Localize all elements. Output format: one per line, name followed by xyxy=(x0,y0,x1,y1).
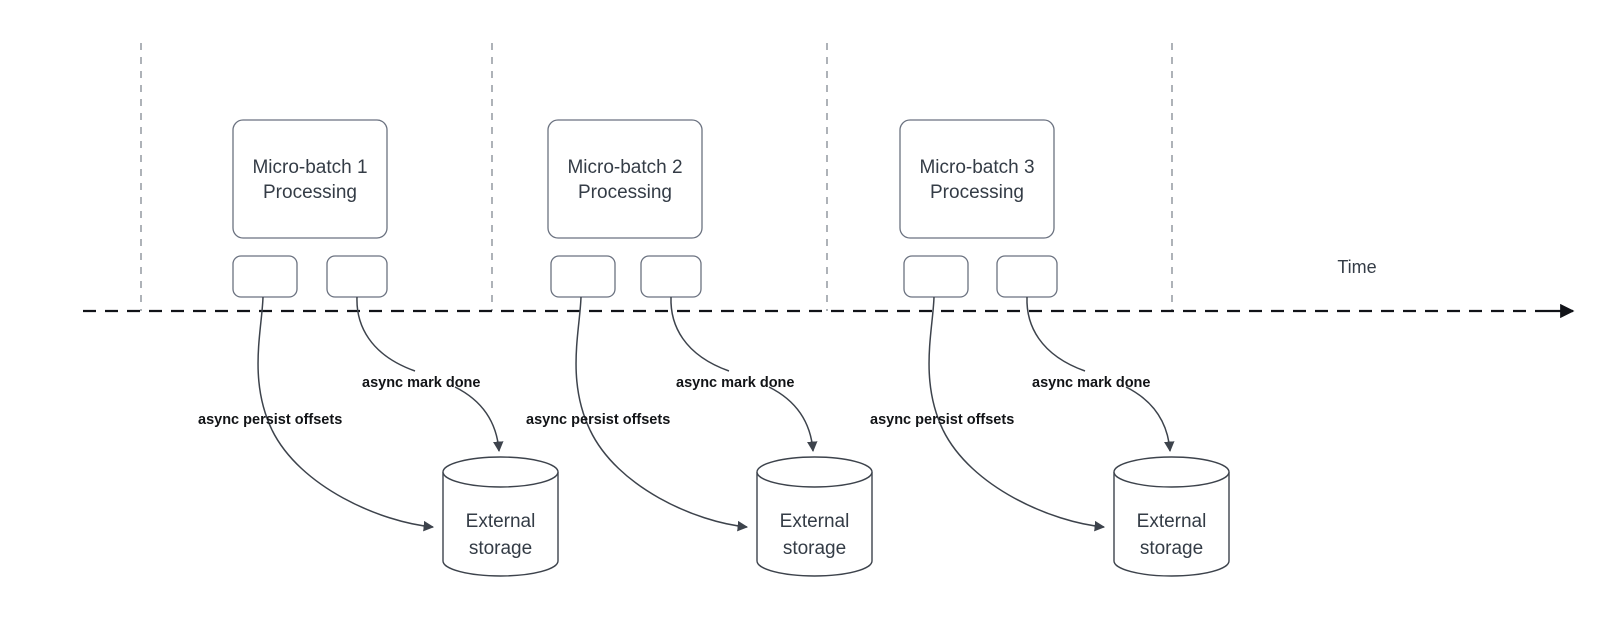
task-box-1b[interactable] xyxy=(326,255,388,298)
microbatch-box-3[interactable] xyxy=(899,119,1055,239)
group-2: Micro-batch 2 Processing async persist o… xyxy=(526,119,873,577)
microbatch-box-1[interactable] xyxy=(232,119,388,239)
microbatch-box-2-label-line2: Processing xyxy=(578,182,672,203)
external-storage-1-label-line2: storage xyxy=(469,538,532,559)
arrow-mark-done-2 xyxy=(768,386,818,453)
group-1: Micro-batch 1 Processing async persist o… xyxy=(198,119,559,577)
time-axis-label: Time xyxy=(1337,257,1376,277)
microbatch-box-3-label-line1: Micro-batch 3 xyxy=(919,157,1034,178)
task-box-2b[interactable] xyxy=(640,255,702,298)
connector-1a-stem xyxy=(257,296,273,431)
external-storage-2[interactable]: External storage xyxy=(756,456,873,577)
task-box-3b[interactable] xyxy=(996,255,1058,298)
arrow-mark-done-1 xyxy=(454,386,504,453)
edge-label-mark-done-3: async mark done xyxy=(1032,375,1150,391)
task-box-2a[interactable] xyxy=(550,255,616,298)
external-storage-1-label-line1: External xyxy=(466,511,536,532)
task-box-3a[interactable] xyxy=(903,255,969,298)
external-storage-1[interactable]: External storage xyxy=(442,456,559,577)
edge-label-persist-offsets-2: async persist offsets xyxy=(526,412,670,428)
arrow-persist-offsets-2 xyxy=(589,429,749,532)
external-storage-3-label-line2: storage xyxy=(1140,538,1203,559)
connector-2a-stem xyxy=(575,296,591,431)
microbatch-box-1-label-line2: Processing xyxy=(263,182,357,203)
guide-lines xyxy=(140,43,1173,311)
arrow-persist-offsets-3 xyxy=(942,429,1106,532)
microbatch-box-2[interactable] xyxy=(547,119,703,239)
arrow-persist-offsets-1 xyxy=(271,429,435,532)
connector-1b-stem xyxy=(356,296,416,372)
connector-3b-stem xyxy=(1026,296,1086,372)
connector-2b-stem xyxy=(670,296,730,372)
microbatch-box-3-label-line2: Processing xyxy=(930,182,1024,203)
external-storage-2-label-line2: storage xyxy=(783,538,846,559)
edge-label-persist-offsets-3: async persist offsets xyxy=(870,412,1014,428)
arrow-mark-done-3 xyxy=(1125,386,1175,453)
edge-label-persist-offsets-1: async persist offsets xyxy=(198,412,342,428)
task-box-1a[interactable] xyxy=(232,255,298,298)
microbatch-box-2-label-line1: Micro-batch 2 xyxy=(567,157,682,178)
edge-label-mark-done-1: async mark done xyxy=(362,375,480,391)
edge-label-mark-done-2: async mark done xyxy=(676,375,794,391)
group-3: Micro-batch 3 Processing async persist o… xyxy=(870,119,1230,577)
external-storage-3-label-line1: External xyxy=(1137,511,1207,532)
external-storage-2-label-line1: External xyxy=(780,511,850,532)
connector-3a-stem xyxy=(928,296,944,431)
external-storage-3[interactable]: External storage xyxy=(1113,456,1230,577)
time-axis: Time xyxy=(83,257,1575,319)
microbatch-box-1-label-line1: Micro-batch 1 xyxy=(252,157,367,178)
